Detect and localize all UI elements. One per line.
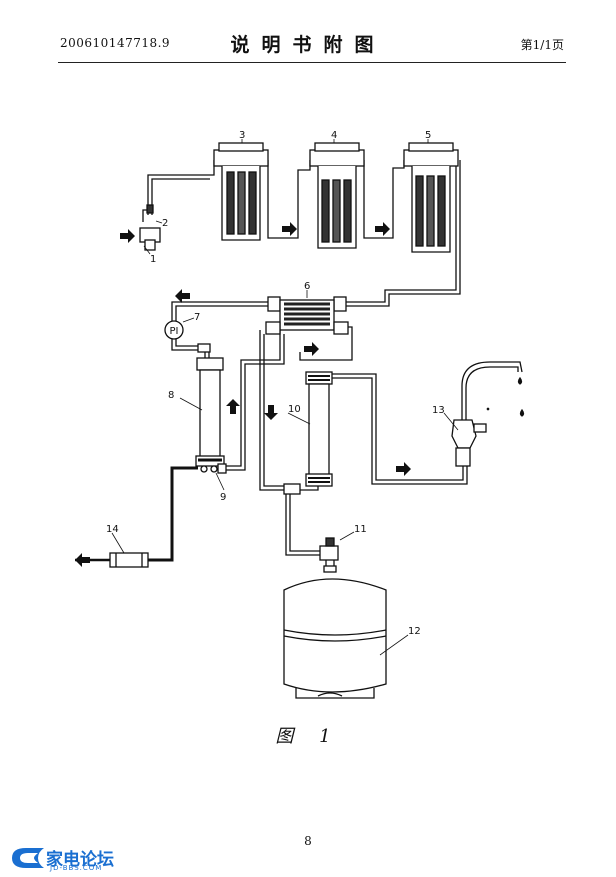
label-1: 1: [150, 254, 156, 265]
arrow-left-icon: [75, 553, 90, 567]
faucet-13: [451, 361, 525, 467]
label-7: 7: [194, 312, 200, 323]
pressure-gauge-7: [164, 320, 184, 340]
label-4: 4: [331, 130, 337, 141]
patent-number: 200610147718.9: [60, 36, 171, 50]
inlet-valve: [139, 204, 161, 251]
label-8: 8: [168, 390, 174, 401]
label-5: 5: [425, 130, 431, 141]
label-10: 10: [288, 404, 301, 415]
forum-logo-icon: [12, 848, 44, 868]
page-number: 8: [304, 834, 312, 848]
prefilter-housing-3: [213, 142, 269, 241]
label-9: 9: [220, 492, 226, 503]
label-3: 3: [239, 130, 245, 141]
arrow-right-icon: [282, 222, 297, 236]
leader-lines: [111, 139, 459, 656]
arrow-right-icon: [304, 342, 319, 356]
watermark-text: 家电论坛: [46, 850, 114, 870]
post-filter-10: [305, 371, 333, 487]
tee-fittings: [197, 343, 301, 495]
arrow-right-icon: [396, 462, 411, 476]
label-12: 12: [408, 626, 421, 637]
ro-membrane-8: [195, 357, 227, 474]
page-title: 说明书附图: [230, 34, 386, 56]
arrow-up-icon: [226, 399, 240, 414]
prefilter-housing-4: [309, 142, 365, 249]
arrow-down-icon: [264, 405, 278, 420]
drain-restrictor-14: [109, 552, 149, 568]
component-labels: 1 2 3 4 5 6 7 8 9 10 11 12 13 14: [106, 130, 445, 637]
figure-caption: 图 1: [275, 726, 341, 747]
storage-tank-12: [283, 565, 387, 699]
label-13: 13: [432, 405, 445, 416]
page-indicator: 第1/1页: [520, 38, 564, 52]
label-6: 6: [304, 281, 310, 292]
arrow-left-icon: [175, 289, 190, 303]
prefilter-housing-5: [403, 142, 459, 253]
tank-valve-11: [319, 537, 339, 568]
watermark-subtext: JD-BBS.COM: [50, 864, 103, 872]
arrow-right-icon: [375, 222, 390, 236]
flow-arrows: [75, 222, 411, 567]
pressure-gauge-text: PI: [170, 326, 179, 337]
arrow-right-icon: [120, 229, 135, 243]
pipe-network: [75, 160, 468, 562]
flow-control-block-6: [265, 296, 349, 335]
label-2: 2: [162, 218, 168, 229]
label-11: 11: [354, 524, 367, 535]
label-14: 14: [106, 524, 119, 535]
header-divider: [58, 62, 566, 63]
